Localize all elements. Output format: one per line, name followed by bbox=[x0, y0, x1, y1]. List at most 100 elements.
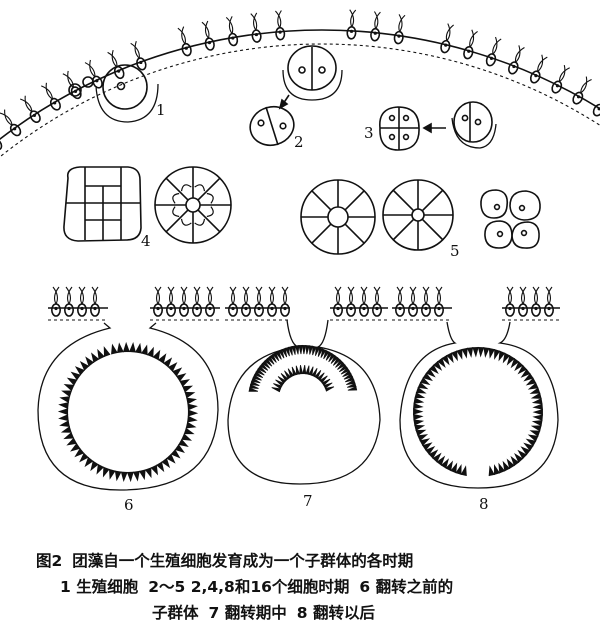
flagellum bbox=[130, 42, 140, 59]
somatic-cell bbox=[332, 286, 343, 317]
somatic-cell bbox=[64, 286, 75, 317]
cell-nucleus bbox=[576, 95, 581, 99]
germ-cell-nucleus bbox=[116, 81, 126, 91]
flagellum bbox=[580, 78, 592, 93]
flagellum bbox=[435, 286, 442, 305]
somatic-cell bbox=[485, 36, 502, 67]
cell-tooth bbox=[187, 403, 198, 411]
flagellum bbox=[53, 286, 60, 305]
cell-tooth bbox=[74, 448, 85, 458]
flagellum bbox=[397, 286, 404, 305]
flagellum bbox=[79, 286, 86, 305]
cell-tooth bbox=[520, 368, 531, 378]
cell-tooth bbox=[135, 342, 142, 354]
somatic-cell bbox=[530, 286, 541, 317]
cell-tooth bbox=[291, 366, 297, 376]
cell-tooth bbox=[425, 445, 436, 455]
cell-tooth bbox=[144, 467, 152, 479]
cell-tooth bbox=[347, 386, 358, 391]
cell-tooth bbox=[510, 358, 520, 369]
cell-tooth bbox=[294, 345, 300, 355]
wall-segment bbox=[48, 286, 108, 321]
cell-tooth bbox=[58, 414, 69, 422]
flagellum bbox=[268, 286, 275, 305]
cell-tooth bbox=[345, 376, 355, 383]
cell-tooth bbox=[339, 364, 348, 373]
sixteen-cell-stage bbox=[300, 179, 541, 255]
caption-num-1: 1 bbox=[60, 578, 71, 596]
cell-tooth bbox=[59, 420, 70, 428]
cell-tooth bbox=[440, 458, 449, 469]
flagellum bbox=[255, 286, 262, 305]
somatic-cell bbox=[504, 286, 515, 317]
nucleus bbox=[402, 133, 410, 141]
cluster-cell bbox=[509, 190, 541, 221]
somatic-cell bbox=[463, 29, 478, 60]
cell-tooth bbox=[170, 449, 181, 459]
cell-tooth bbox=[523, 373, 534, 382]
cell-nucleus bbox=[182, 306, 186, 311]
cell-tooth bbox=[494, 464, 501, 475]
cleavage-line bbox=[421, 218, 444, 241]
cell-tooth bbox=[412, 402, 424, 410]
cell-tooth bbox=[79, 360, 90, 371]
flagellum bbox=[469, 29, 475, 48]
cell-tooth bbox=[66, 377, 78, 386]
flagellum bbox=[168, 286, 175, 305]
cleavage-line bbox=[197, 177, 221, 201]
cell-tooth bbox=[264, 358, 273, 367]
flagellum bbox=[45, 82, 53, 100]
cell-body bbox=[592, 103, 600, 117]
cell-tooth bbox=[299, 365, 304, 375]
flagellum bbox=[256, 286, 263, 305]
cleavage-line bbox=[165, 177, 189, 201]
cell-tooth bbox=[450, 462, 458, 474]
cell-nucleus bbox=[117, 69, 121, 73]
cell-tooth bbox=[120, 471, 128, 483]
germ-cell-stage-1 bbox=[68, 64, 159, 123]
cell-tooth bbox=[514, 361, 524, 372]
flagellum bbox=[373, 286, 380, 305]
cell-nucleus bbox=[424, 306, 428, 311]
cell-tooth bbox=[460, 465, 467, 476]
flagellum bbox=[520, 286, 527, 305]
cell-tooth bbox=[141, 344, 148, 356]
cell-tooth bbox=[529, 430, 541, 437]
flagellum bbox=[409, 286, 416, 305]
cell-tooth bbox=[311, 367, 318, 378]
cell-tooth bbox=[70, 371, 81, 381]
cell-nucleus bbox=[437, 306, 441, 311]
flagellum bbox=[155, 286, 162, 305]
cell-nucleus bbox=[375, 306, 379, 311]
cell-tooth bbox=[342, 370, 352, 378]
flagellum bbox=[52, 286, 59, 305]
flagellum bbox=[436, 286, 443, 305]
cell-tooth bbox=[425, 368, 436, 378]
cell-tooth bbox=[419, 438, 431, 446]
somatic-cell bbox=[179, 286, 190, 317]
cell-tooth bbox=[417, 434, 429, 442]
nucleus bbox=[388, 114, 396, 122]
somatic-cell bbox=[201, 20, 215, 51]
cell-nucleus bbox=[244, 306, 248, 311]
cell-tooth bbox=[186, 397, 197, 405]
cell-tooth bbox=[178, 439, 189, 448]
cell-nucleus bbox=[156, 306, 160, 311]
cell-tooth bbox=[59, 396, 71, 403]
cell-tooth bbox=[185, 421, 197, 429]
volvox-development-diagram: 1 2 3 4 5 6 7 8 bbox=[0, 9, 600, 514]
flagellum bbox=[515, 45, 521, 63]
cell-tooth bbox=[156, 461, 165, 473]
cell-nucleus bbox=[521, 306, 525, 311]
cell-tooth bbox=[66, 437, 77, 446]
flagellum bbox=[107, 51, 118, 67]
cell-tooth bbox=[132, 470, 140, 482]
cell-tooth bbox=[254, 371, 264, 379]
somatic-cell bbox=[440, 23, 454, 54]
label-stage-4: 4 bbox=[141, 232, 151, 250]
cell-tooth bbox=[184, 391, 196, 399]
flagellum bbox=[398, 14, 403, 32]
rosette-center bbox=[185, 197, 201, 213]
cell-tooth bbox=[74, 366, 85, 376]
cell-tooth bbox=[506, 355, 515, 366]
